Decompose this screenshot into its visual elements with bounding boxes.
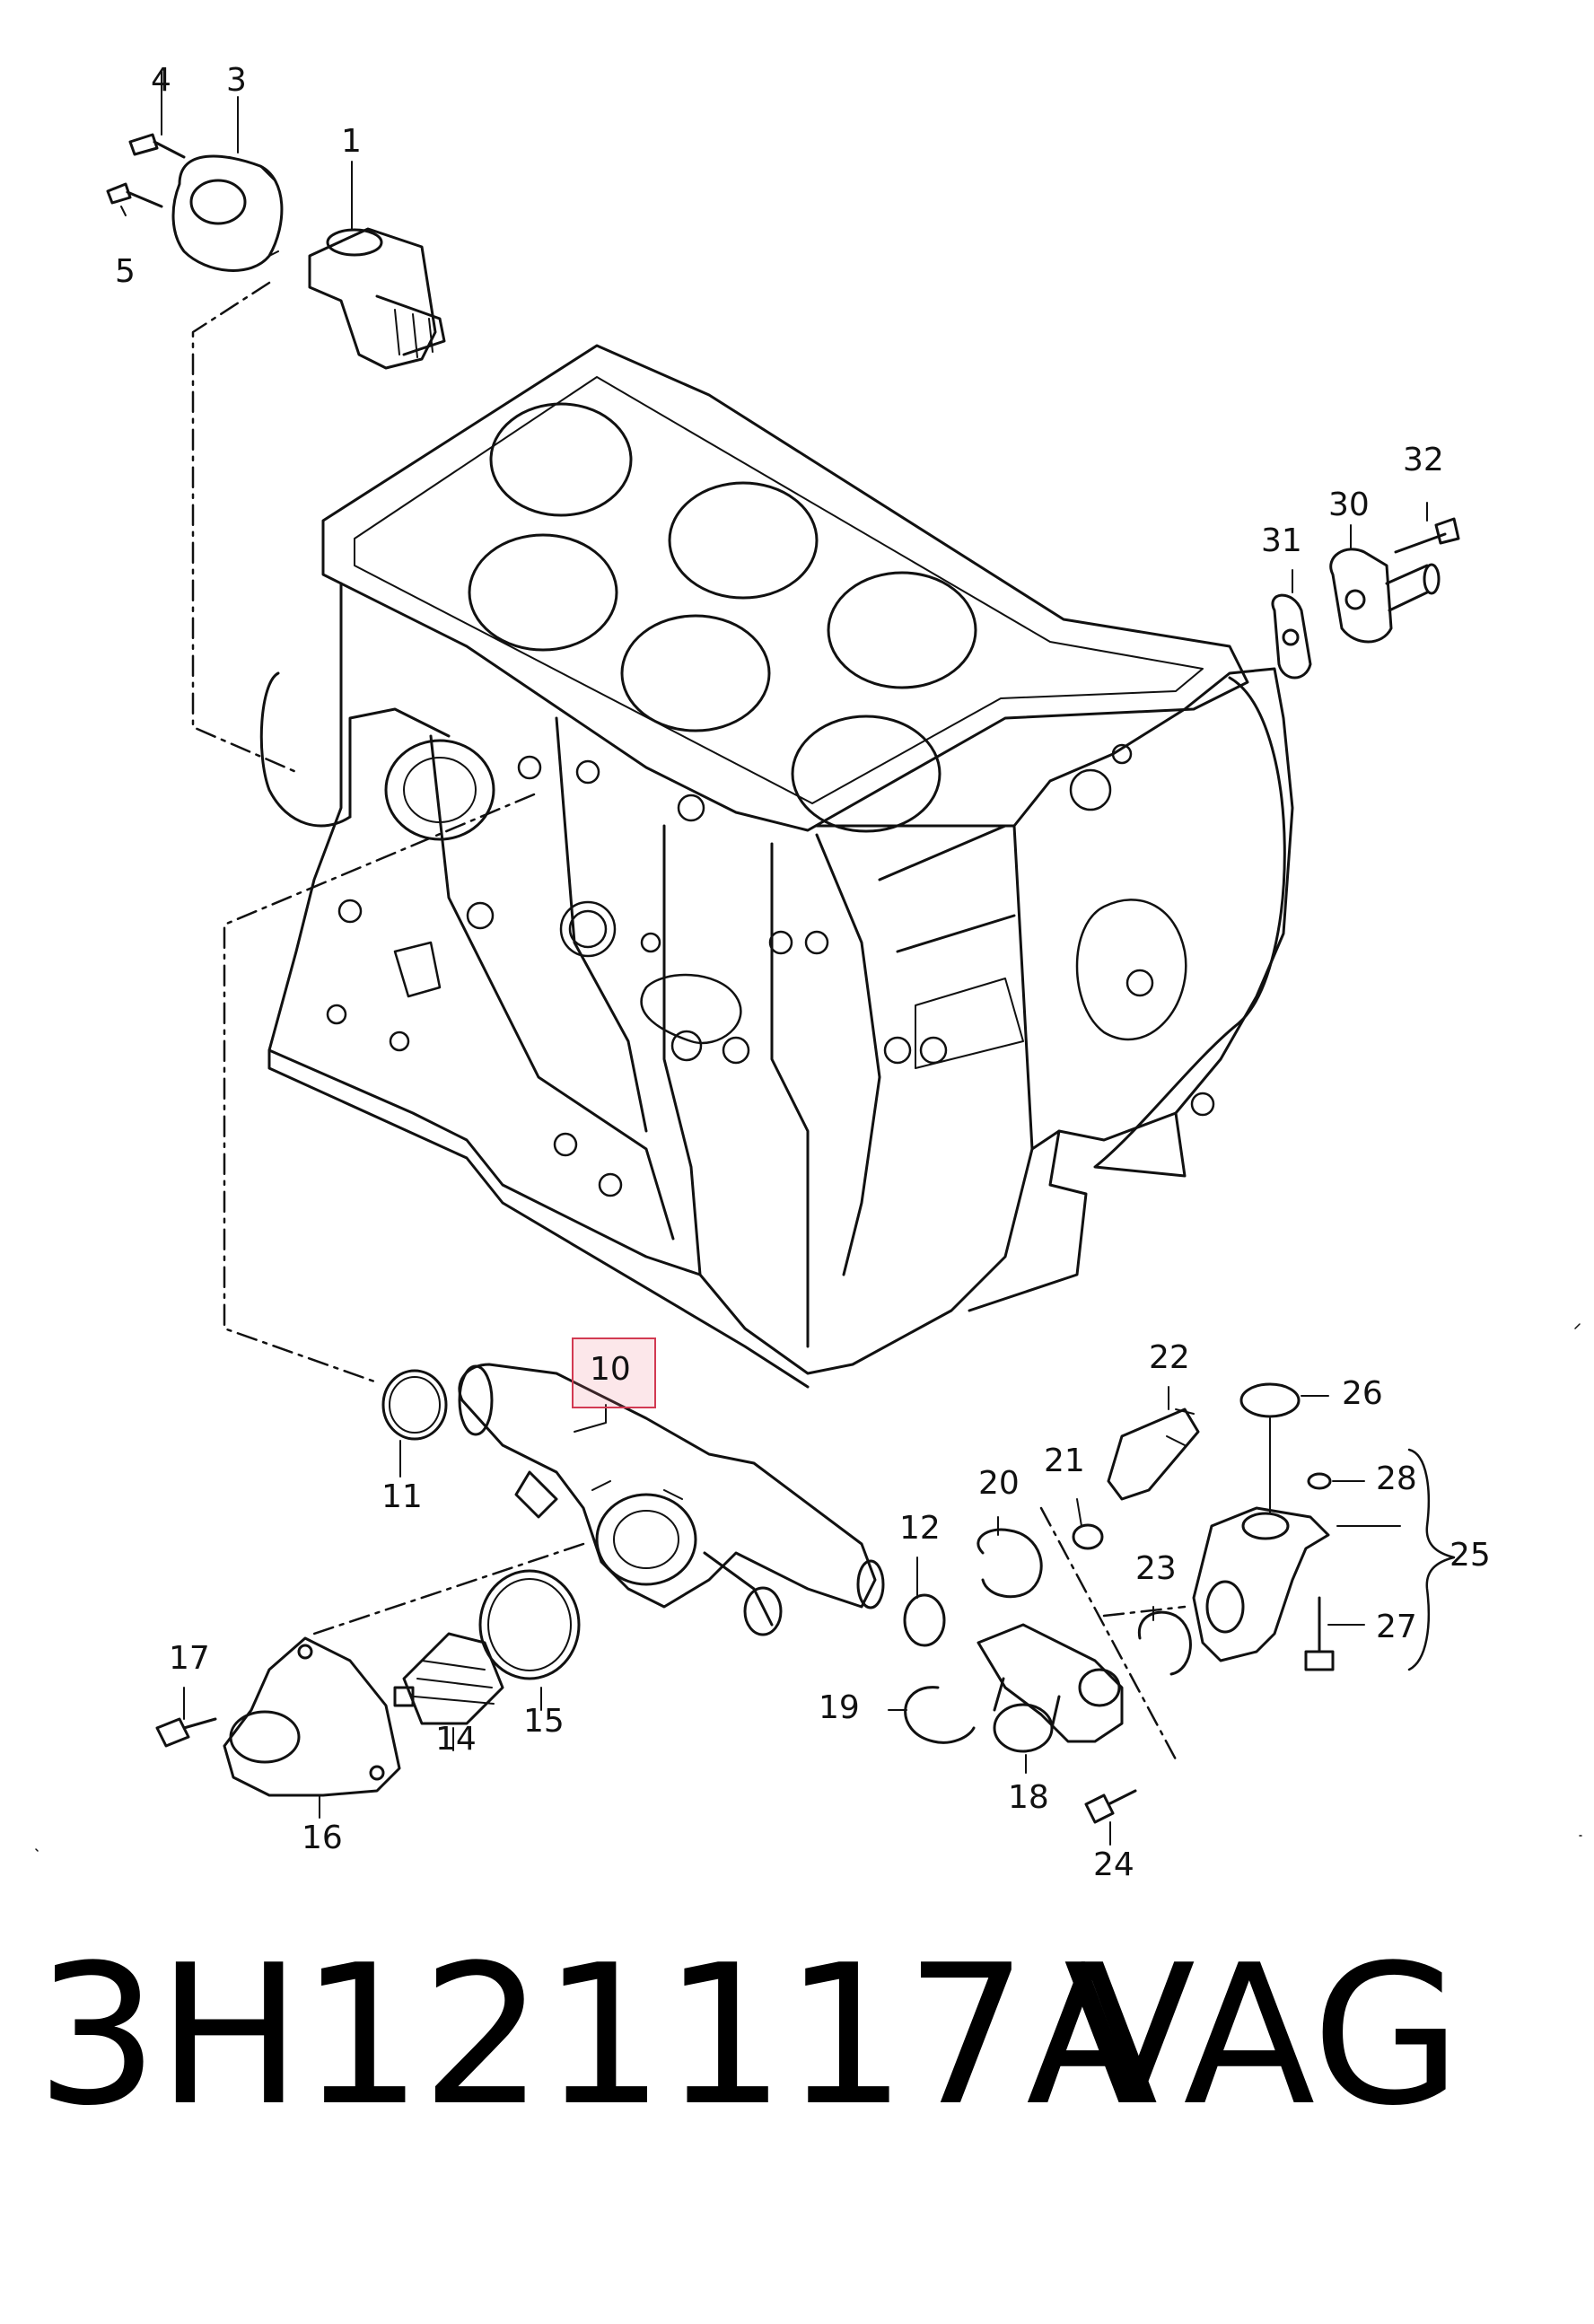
callout-25: 25 <box>1449 1537 1491 1574</box>
part-27-bolt <box>1304 1596 1335 1671</box>
part-32-bolt <box>1394 517 1460 554</box>
part-30-flange <box>1329 548 1441 644</box>
part-1-sensor <box>308 227 446 370</box>
leader-lines <box>120 71 1428 1846</box>
part-22-sensor <box>1107 1408 1200 1501</box>
callout-1: 1 <box>341 123 362 160</box>
part-18-outlet <box>977 1623 1124 1753</box>
part-31-gasket <box>1271 593 1312 680</box>
callout-30: 30 <box>1328 487 1370 523</box>
part-20-clip <box>977 1528 1043 1599</box>
part-14-thermostat <box>393 1632 504 1725</box>
part-3-ring <box>171 154 284 272</box>
callout-19: 19 <box>819 1689 860 1726</box>
part-25-flange <box>1192 1506 1330 1662</box>
callout-4: 4 <box>151 62 171 99</box>
assembly-lines <box>191 281 1187 1761</box>
part-19-clip <box>904 1686 976 1744</box>
part-21-seal <box>1072 1523 1104 1550</box>
part-17-bolt <box>155 1717 217 1748</box>
part-12-o-ring <box>903 1593 946 1647</box>
callout-20: 20 <box>978 1465 1020 1502</box>
part-24-bolt <box>1084 1789 1137 1824</box>
part-16-housing <box>223 1636 401 1797</box>
callout-31: 31 <box>1261 522 1302 559</box>
callout-28: 28 <box>1376 1460 1417 1497</box>
callout-22: 22 <box>1149 1339 1190 1376</box>
part-15-o-ring <box>478 1569 581 1680</box>
callout-16: 16 <box>302 1820 343 1856</box>
callout-23: 23 <box>1135 1550 1177 1587</box>
callout-27: 27 <box>1376 1609 1417 1645</box>
engine-block <box>259 344 1294 1389</box>
callout-10: 10 <box>590 1351 631 1388</box>
part-23-clip <box>1137 1610 1192 1676</box>
callout-32: 32 <box>1403 442 1444 478</box>
callout-12: 12 <box>899 1510 941 1547</box>
part-10-coolant-flange <box>458 1363 885 1636</box>
callout-11: 11 <box>381 1478 423 1515</box>
callout-18: 18 <box>1008 1779 1049 1816</box>
callout-15: 15 <box>523 1703 565 1740</box>
highlight-box-10 <box>572 1337 656 1408</box>
callout-17: 17 <box>169 1640 210 1677</box>
brand-caption: VAG <box>1064 1923 1462 2148</box>
callout-5: 5 <box>115 253 136 290</box>
part-number-caption: 3H121117A <box>36 1923 1158 2148</box>
callout-3: 3 <box>226 62 247 99</box>
part-26-o-ring <box>1239 1382 1301 1418</box>
callout-21: 21 <box>1044 1443 1085 1479</box>
part-5-bolt <box>106 182 163 208</box>
callout-26: 26 <box>1342 1375 1383 1412</box>
part-28-washer <box>1307 1472 1332 1490</box>
part-11-o-ring <box>381 1369 448 1441</box>
callout-24: 24 <box>1093 1846 1134 1883</box>
callout-14: 14 <box>435 1721 477 1758</box>
part-4-bolt <box>128 133 186 159</box>
